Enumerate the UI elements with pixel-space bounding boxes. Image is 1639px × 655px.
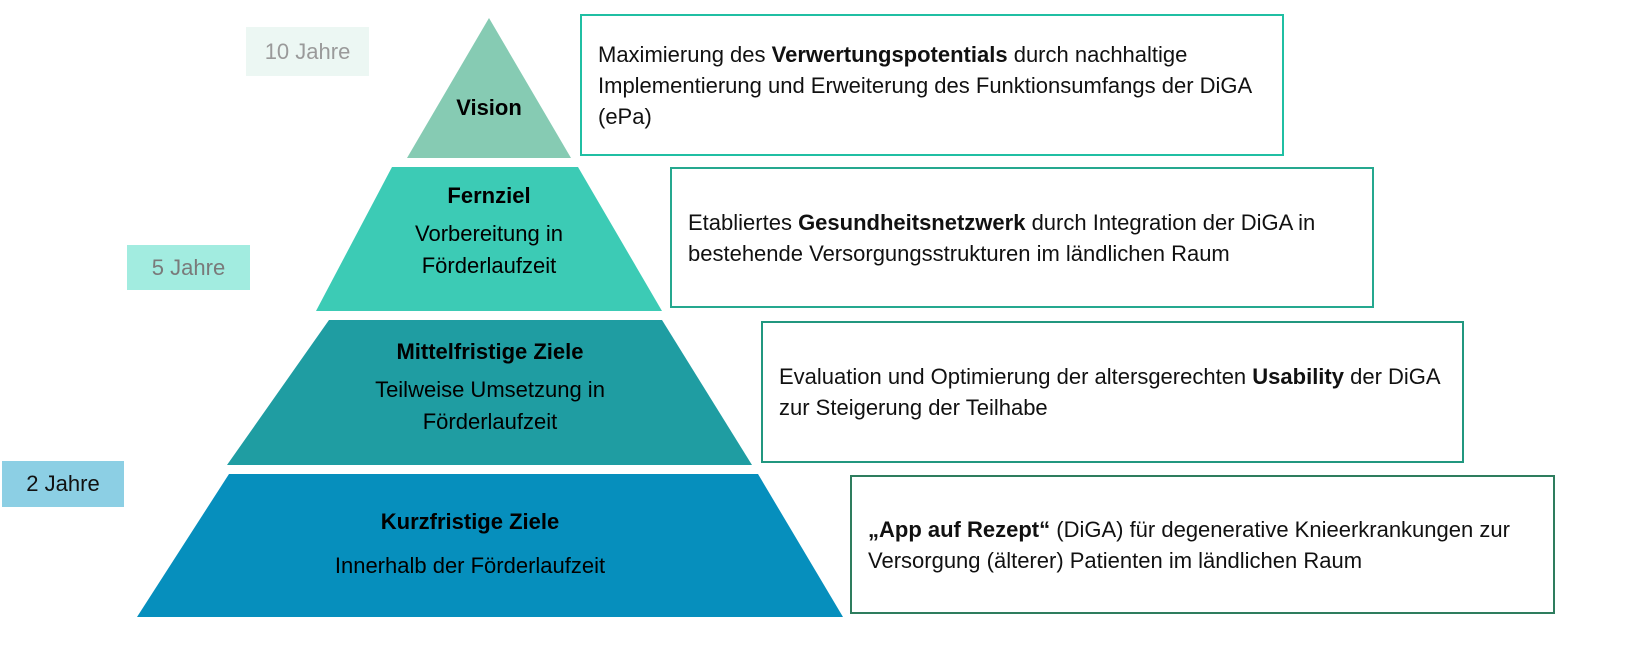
level-title: Mittelfristige Ziele bbox=[396, 339, 584, 364]
level-title: Vision bbox=[456, 95, 522, 120]
pyramid-level-vision bbox=[407, 18, 571, 158]
box-text: durch Integration der DiGA in bestehende… bbox=[688, 209, 1316, 266]
box-bold-text: Verwertungspotentials bbox=[771, 41, 1008, 67]
pyramid-level-fernziel bbox=[316, 167, 662, 311]
goal-box-kurzfristig: „App auf Rezept“ (DiGA) für degenerative… bbox=[850, 475, 1555, 614]
level-title: Fernziel bbox=[447, 183, 531, 208]
box-text: Maximierung des bbox=[598, 41, 772, 67]
pyramid-level-mittelfristig bbox=[227, 320, 752, 465]
box-text: der DiGA zur Steigerung der Teilhabe bbox=[779, 364, 1440, 420]
level-subtitle: Innerhalb der Förderlaufzeit bbox=[334, 553, 606, 578]
box-text: (DiGA) für degenerative Knieerkrankungen… bbox=[868, 516, 1510, 573]
level-vision-label: Vision bbox=[409, 92, 569, 130]
box-text: Etabliertes bbox=[688, 209, 799, 235]
box-bold-text: Usability bbox=[1252, 364, 1344, 389]
box-text: Evaluation und Optimierung der altersger… bbox=[779, 364, 1253, 389]
box-bold-text: Gesundheitsnetzwerk bbox=[798, 209, 1026, 235]
goal-box-mittelfristig: Evaluation und Optimierung der altersger… bbox=[761, 321, 1464, 463]
level-title: Kurzfristige Ziele bbox=[380, 509, 560, 534]
goal-box-vision: Maximierung des Verwertungspotentials du… bbox=[580, 14, 1284, 156]
level-subtitle: Vorbereitung in Förderlaufzeit bbox=[415, 221, 563, 278]
level-subtitle: Teilweise Umsetzung in Förderlaufzeit bbox=[375, 377, 605, 434]
box-text: durch nachhaltige Implementierung und Er… bbox=[598, 41, 1252, 129]
year-label-2: 2 Jahre bbox=[2, 461, 124, 507]
year-label-10: 10 Jahre bbox=[246, 27, 369, 76]
box-bold-text: „App auf Rezept“ bbox=[868, 516, 1051, 542]
goal-box-fernziel: Etabliertes Gesundheitsnetzwerk durch In… bbox=[670, 167, 1374, 308]
year-label-5: 5 Jahre bbox=[127, 245, 250, 290]
pyramid-level-kurzfristig bbox=[137, 474, 843, 617]
